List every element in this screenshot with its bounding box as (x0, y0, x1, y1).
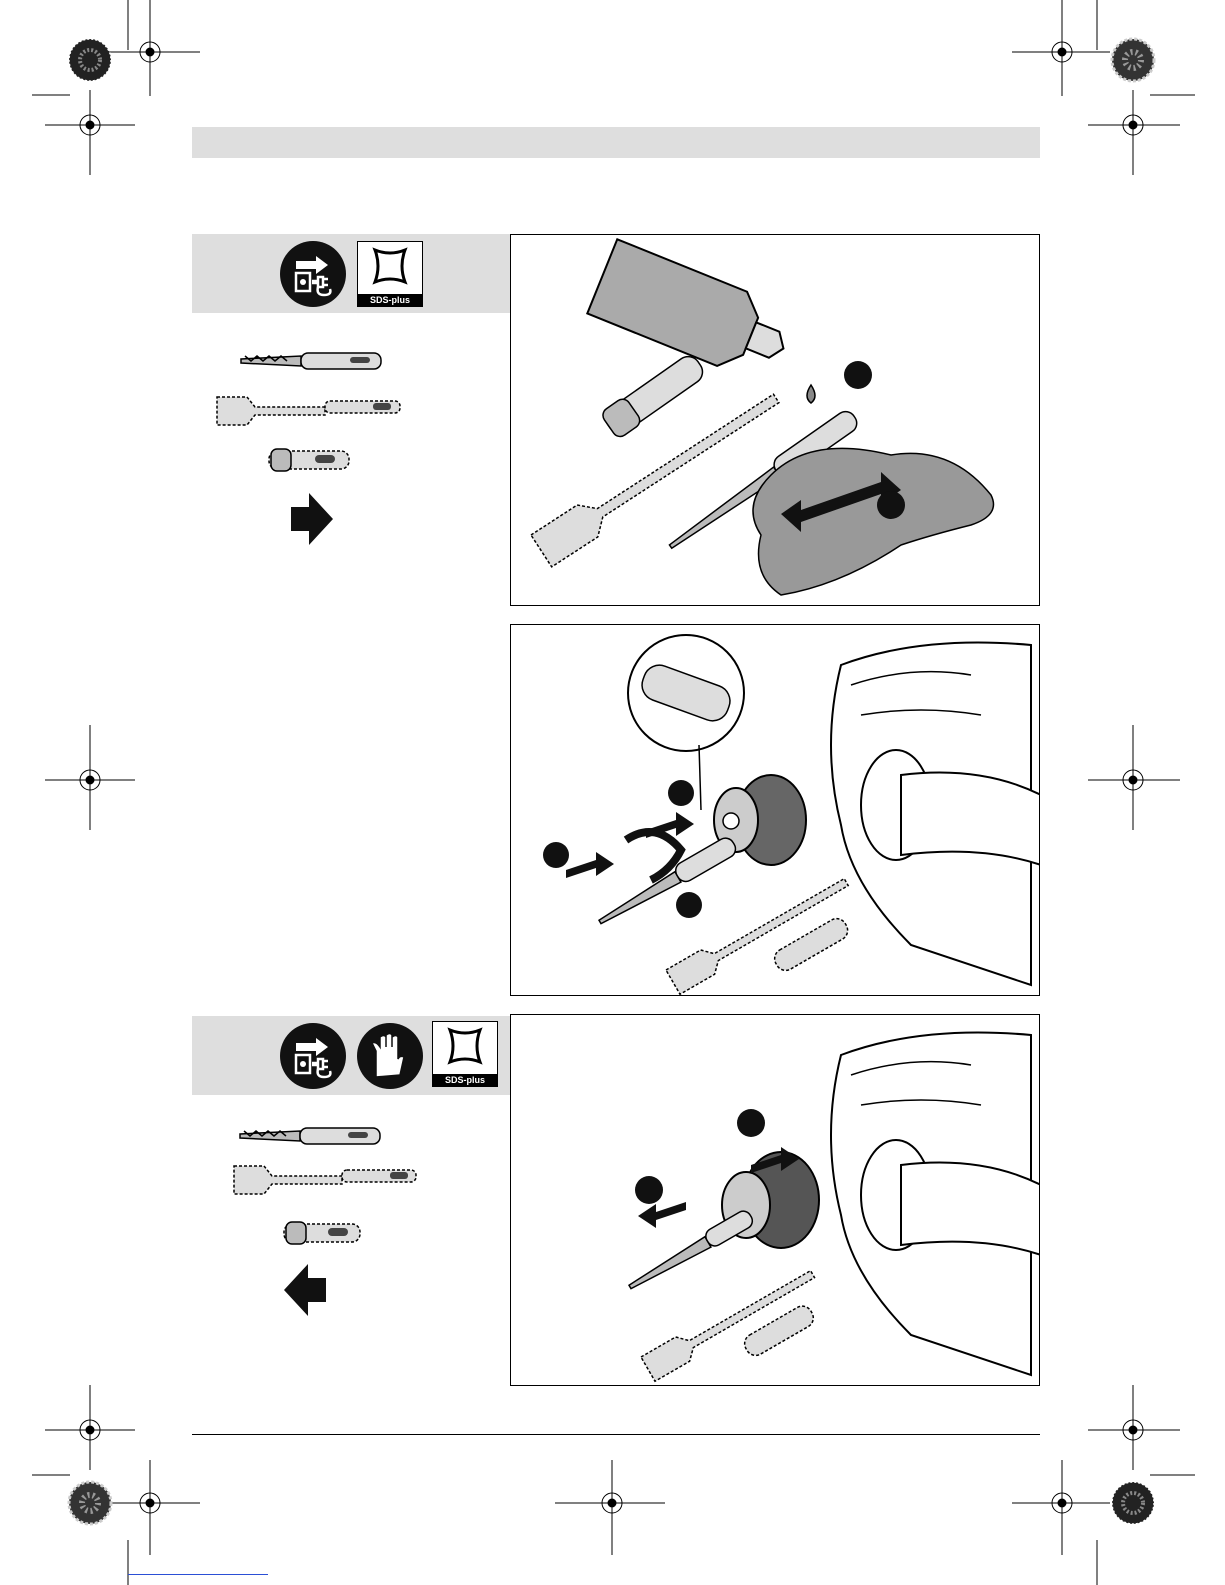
footer-rule (192, 1434, 1040, 1435)
header-bar (192, 127, 1040, 158)
illustration-apply-grease (510, 234, 1040, 606)
section-1-tool-icons (205, 335, 425, 555)
section-1-icon-band (192, 234, 510, 313)
illustration-remove-tool (510, 1014, 1040, 1386)
core-bit-icon (284, 1222, 360, 1244)
sds-plus-label: SDS-plus (358, 294, 422, 306)
unplug-icon (280, 1023, 346, 1089)
section-3-tool-icons (220, 1110, 440, 1330)
sds-plus-icon: SDS-plus (432, 1021, 498, 1087)
illustration-insert-tool (510, 624, 1040, 996)
chisel-icon (234, 1166, 416, 1194)
footer-link-underline (128, 1574, 268, 1575)
drill-bit-icon (241, 353, 381, 369)
arrow-left-icon (284, 1264, 326, 1316)
sds-plus-label: SDS-plus (433, 1074, 497, 1086)
callout-2 (877, 491, 905, 519)
gloves-icon (357, 1023, 423, 1089)
drill-bit-icon (240, 1128, 380, 1144)
core-bit-icon (269, 449, 349, 471)
sds-plus-icon: SDS-plus (357, 241, 423, 307)
unplug-icon (280, 241, 346, 307)
arrow-right-icon (291, 493, 333, 545)
chisel-icon (217, 397, 400, 425)
callout-1 (844, 361, 872, 389)
